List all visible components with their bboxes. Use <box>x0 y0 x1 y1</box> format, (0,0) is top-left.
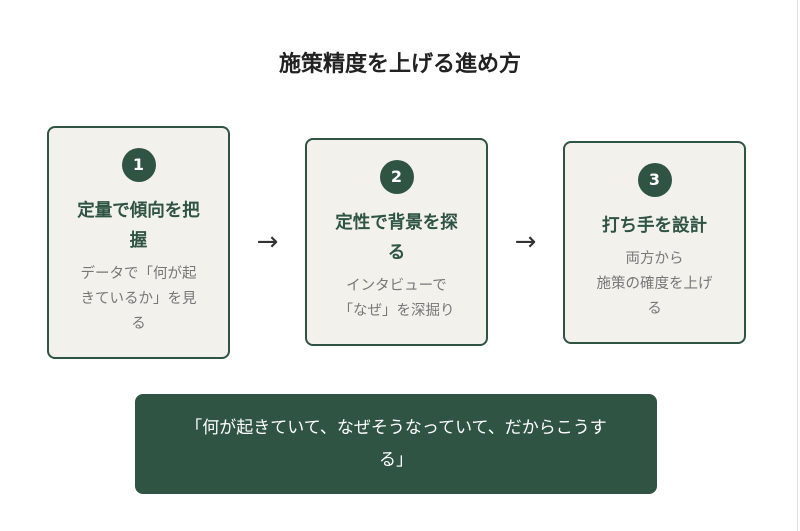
step-number-badge: 2 <box>379 160 414 194</box>
summary-text: 「何が起きていて、なぜそうなっていて、だからこうする」 <box>185 418 607 470</box>
step-card-3: 3 打ち手を設計 両方から 施策の確度を上げる <box>563 140 746 344</box>
step-title: 定量で傾向を把握 <box>77 200 200 251</box>
summary-banner: 「何が起きていて、なぜそうなっていて、だからこうする」 <box>135 394 657 494</box>
steps-flow: 1 定量で傾向を把握 データで「何が起きているか」を見る → 2 定性で背景を探… <box>47 122 746 362</box>
step-number-badge: 1 <box>121 147 156 182</box>
step-description: インタビューで「なぜ」を深掘り <box>338 278 455 319</box>
step-card-1: 1 定量で傾向を把握 データで「何が起きているか」を見る <box>47 125 230 359</box>
step-description: 両方から 施策の確度を上げる <box>596 250 713 317</box>
step-card-2: 2 定性で背景を探る インタビューで「なぜ」を深掘り <box>305 138 488 346</box>
step-number-badge: 3 <box>637 162 672 197</box>
step-title: 打ち手を設計 <box>602 215 707 236</box>
step-title: 定性で背景を探る <box>335 213 458 263</box>
arrow-right-icon: → <box>514 227 537 257</box>
page-edge-divider <box>797 0 798 531</box>
arrow-right-icon: → <box>256 227 279 257</box>
step-description: データで「何が起きているか」を見る <box>80 265 197 332</box>
page-title: 施策精度を上げる進め方 <box>278 52 521 77</box>
